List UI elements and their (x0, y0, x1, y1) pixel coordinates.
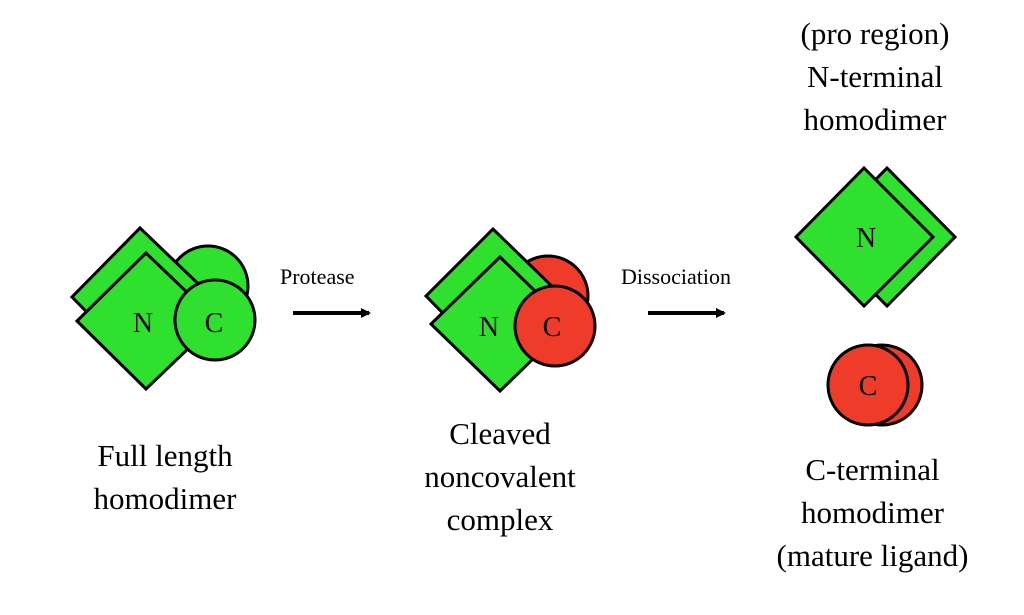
n-terminal-homodimer: N (793, 165, 958, 309)
full-length-caption: Full length homodimer (60, 434, 270, 520)
cleaved-complex: N C (423, 226, 597, 394)
caption-line: Full length (97, 438, 233, 473)
c-label: C (543, 312, 562, 343)
c-domain-front (513, 284, 597, 368)
n-domain-front (793, 165, 936, 309)
caption-line: noncovalent (424, 459, 576, 494)
c-terminal-homodimer: C (826, 343, 924, 427)
caption-line: C-terminal (805, 452, 940, 487)
c-terminal-caption: C-terminal homodimer (mature ligand) (745, 448, 1000, 577)
n-label: N (856, 223, 876, 254)
caption-line: homodimer (803, 102, 947, 137)
dissociation-label: Dissociation (621, 264, 731, 289)
caption-line: homodimer (801, 495, 944, 530)
n-label: N (479, 312, 499, 343)
c-label: C (859, 371, 878, 402)
caption-line: (pro region) (800, 16, 950, 51)
cleaved-caption: Cleaved noncovalent complex (390, 412, 610, 541)
n-label: N (133, 308, 153, 339)
full-length-homodimer: N C (69, 225, 257, 392)
protease-label: Protease (280, 264, 355, 289)
caption-line: homodimer (93, 481, 237, 516)
caption-line: complex (446, 502, 554, 537)
caption-line: Cleaved (449, 416, 551, 451)
c-domain-front (173, 278, 257, 362)
n-terminal-caption: (pro region) N-terminal homodimer (760, 12, 990, 141)
c-label: C (205, 308, 224, 339)
c-domain-front (826, 343, 910, 427)
caption-line: N-terminal (806, 59, 943, 94)
caption-line: (mature ligand) (776, 538, 969, 573)
